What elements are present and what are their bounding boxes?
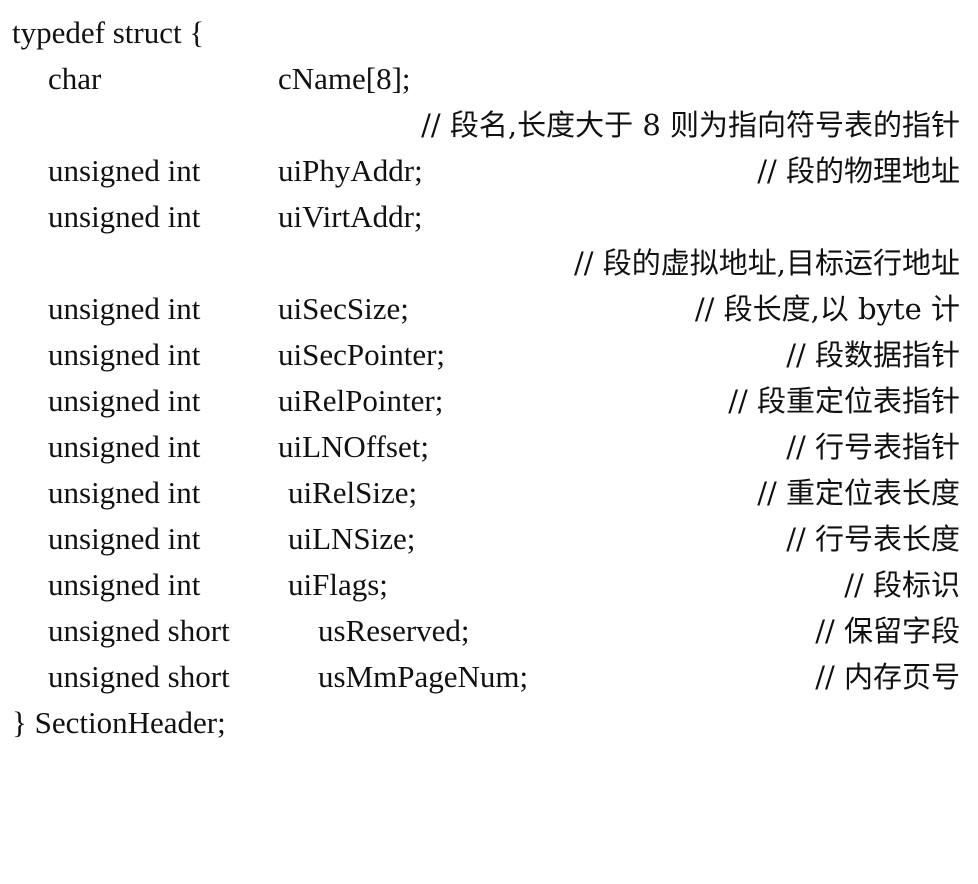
field-name: uiFlags;: [288, 567, 388, 602]
field-name: uiVirtAddr;: [278, 199, 423, 234]
field-name: usMmPageNum;: [318, 659, 529, 694]
typedef-open-line: typedef struct {: [0, 10, 978, 56]
field-comment: // 段的虚拟地址,目标运行地址: [574, 246, 960, 280]
field-name: uiRelPointer;: [278, 383, 444, 418]
field-comment: // 段重定位表指针: [728, 384, 960, 418]
field-comment: // 段的物理地址: [757, 154, 960, 188]
field-name: uiSecPointer;: [278, 337, 446, 372]
field-line: unsigned int uiVirtAddr;: [0, 194, 978, 240]
field-line: // 段的虚拟地址,目标运行地址: [0, 240, 978, 286]
field-comment: // 段长度,以 byte 计: [694, 292, 960, 326]
field-name: uiRelSize;: [288, 475, 418, 510]
field-name: uiLNOffset;: [278, 429, 429, 464]
field-name: usReserved;: [318, 613, 470, 648]
field-type: char: [48, 61, 102, 96]
typedef-open: typedef struct {: [12, 15, 205, 50]
typedef-close: } SectionHeader;: [12, 705, 226, 740]
field-comment: // 段名,长度大于 8 则为指向符号表的指针: [421, 108, 960, 142]
field-line: unsigned int uiRelPointer; // 段重定位表指针: [0, 378, 978, 424]
field-type: unsigned int: [48, 383, 201, 418]
field-line: unsigned int uiRelSize; // 重定位表长度: [0, 470, 978, 516]
field-type: unsigned short: [48, 659, 230, 694]
field-line: unsigned int uiPhyAddr; // 段的物理地址: [0, 148, 978, 194]
field-comment: // 重定位表长度: [757, 476, 960, 510]
field-line: char cName[8];: [0, 56, 978, 102]
field-name: uiPhyAddr;: [278, 153, 423, 188]
field-type: unsigned int: [48, 337, 201, 372]
field-comment: // 内存页号: [815, 660, 960, 694]
field-line: unsigned short usMmPageNum; // 内存页号: [0, 654, 978, 700]
field-type: unsigned int: [48, 567, 201, 602]
field-comment: // 行号表指针: [786, 430, 960, 464]
field-line: unsigned int uiSecPointer; // 段数据指针: [0, 332, 978, 378]
field-type: unsigned int: [48, 199, 201, 234]
field-type: unsigned int: [48, 475, 201, 510]
field-type: unsigned int: [48, 291, 201, 326]
field-comment: // 段标识: [844, 568, 960, 602]
field-line: unsigned int uiSecSize; // 段长度,以 byte 计: [0, 286, 978, 332]
field-line: unsigned int uiFlags; // 段标识: [0, 562, 978, 608]
field-name: uiLNSize;: [288, 521, 416, 556]
field-line: unsigned int uiLNOffset; // 行号表指针: [0, 424, 978, 470]
field-type: unsigned int: [48, 153, 201, 188]
field-type: unsigned short: [48, 613, 230, 648]
field-line: // 段名,长度大于 8 则为指向符号表的指针: [0, 102, 978, 148]
field-name: cName[8];: [278, 61, 411, 96]
field-type: unsigned int: [48, 521, 201, 556]
field-comment: // 段数据指针: [786, 338, 960, 372]
field-line: unsigned short usReserved; // 保留字段: [0, 608, 978, 654]
field-type: unsigned int: [48, 429, 201, 464]
field-name: uiSecSize;: [278, 291, 409, 326]
typedef-close-line: } SectionHeader;: [0, 700, 978, 746]
field-comment: // 保留字段: [815, 614, 960, 648]
field-line: unsigned int uiLNSize; // 行号表长度: [0, 516, 978, 562]
field-comment: // 行号表长度: [786, 522, 960, 556]
